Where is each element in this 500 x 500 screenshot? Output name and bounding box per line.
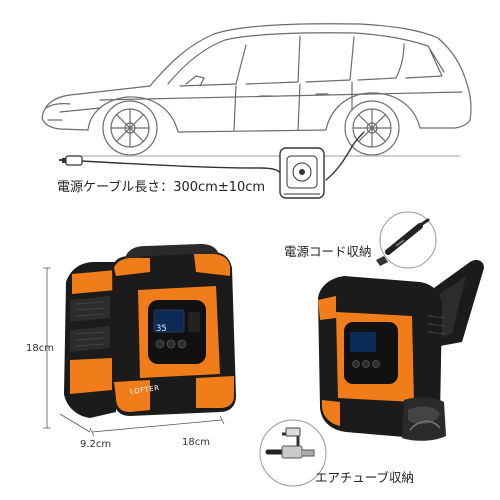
width-dimension: 18cm xyxy=(182,437,210,448)
pressure-display: 35 xyxy=(156,324,167,334)
air-chuck-icon xyxy=(265,427,315,459)
power-cord-storage-label: 電源コード収納 xyxy=(284,244,372,259)
cable-length-label: 電源ケーブル長さ：300cm±10cm xyxy=(57,180,266,195)
depth-dimension: 9.2cm xyxy=(80,439,112,450)
power-plug-icon xyxy=(376,218,430,266)
car-plug-icon xyxy=(62,155,83,166)
height-dimension: 18cm xyxy=(26,343,54,354)
compressor-thumbnail xyxy=(279,147,325,199)
air-tube-storage-label: エアチューブ収納 xyxy=(315,470,415,485)
